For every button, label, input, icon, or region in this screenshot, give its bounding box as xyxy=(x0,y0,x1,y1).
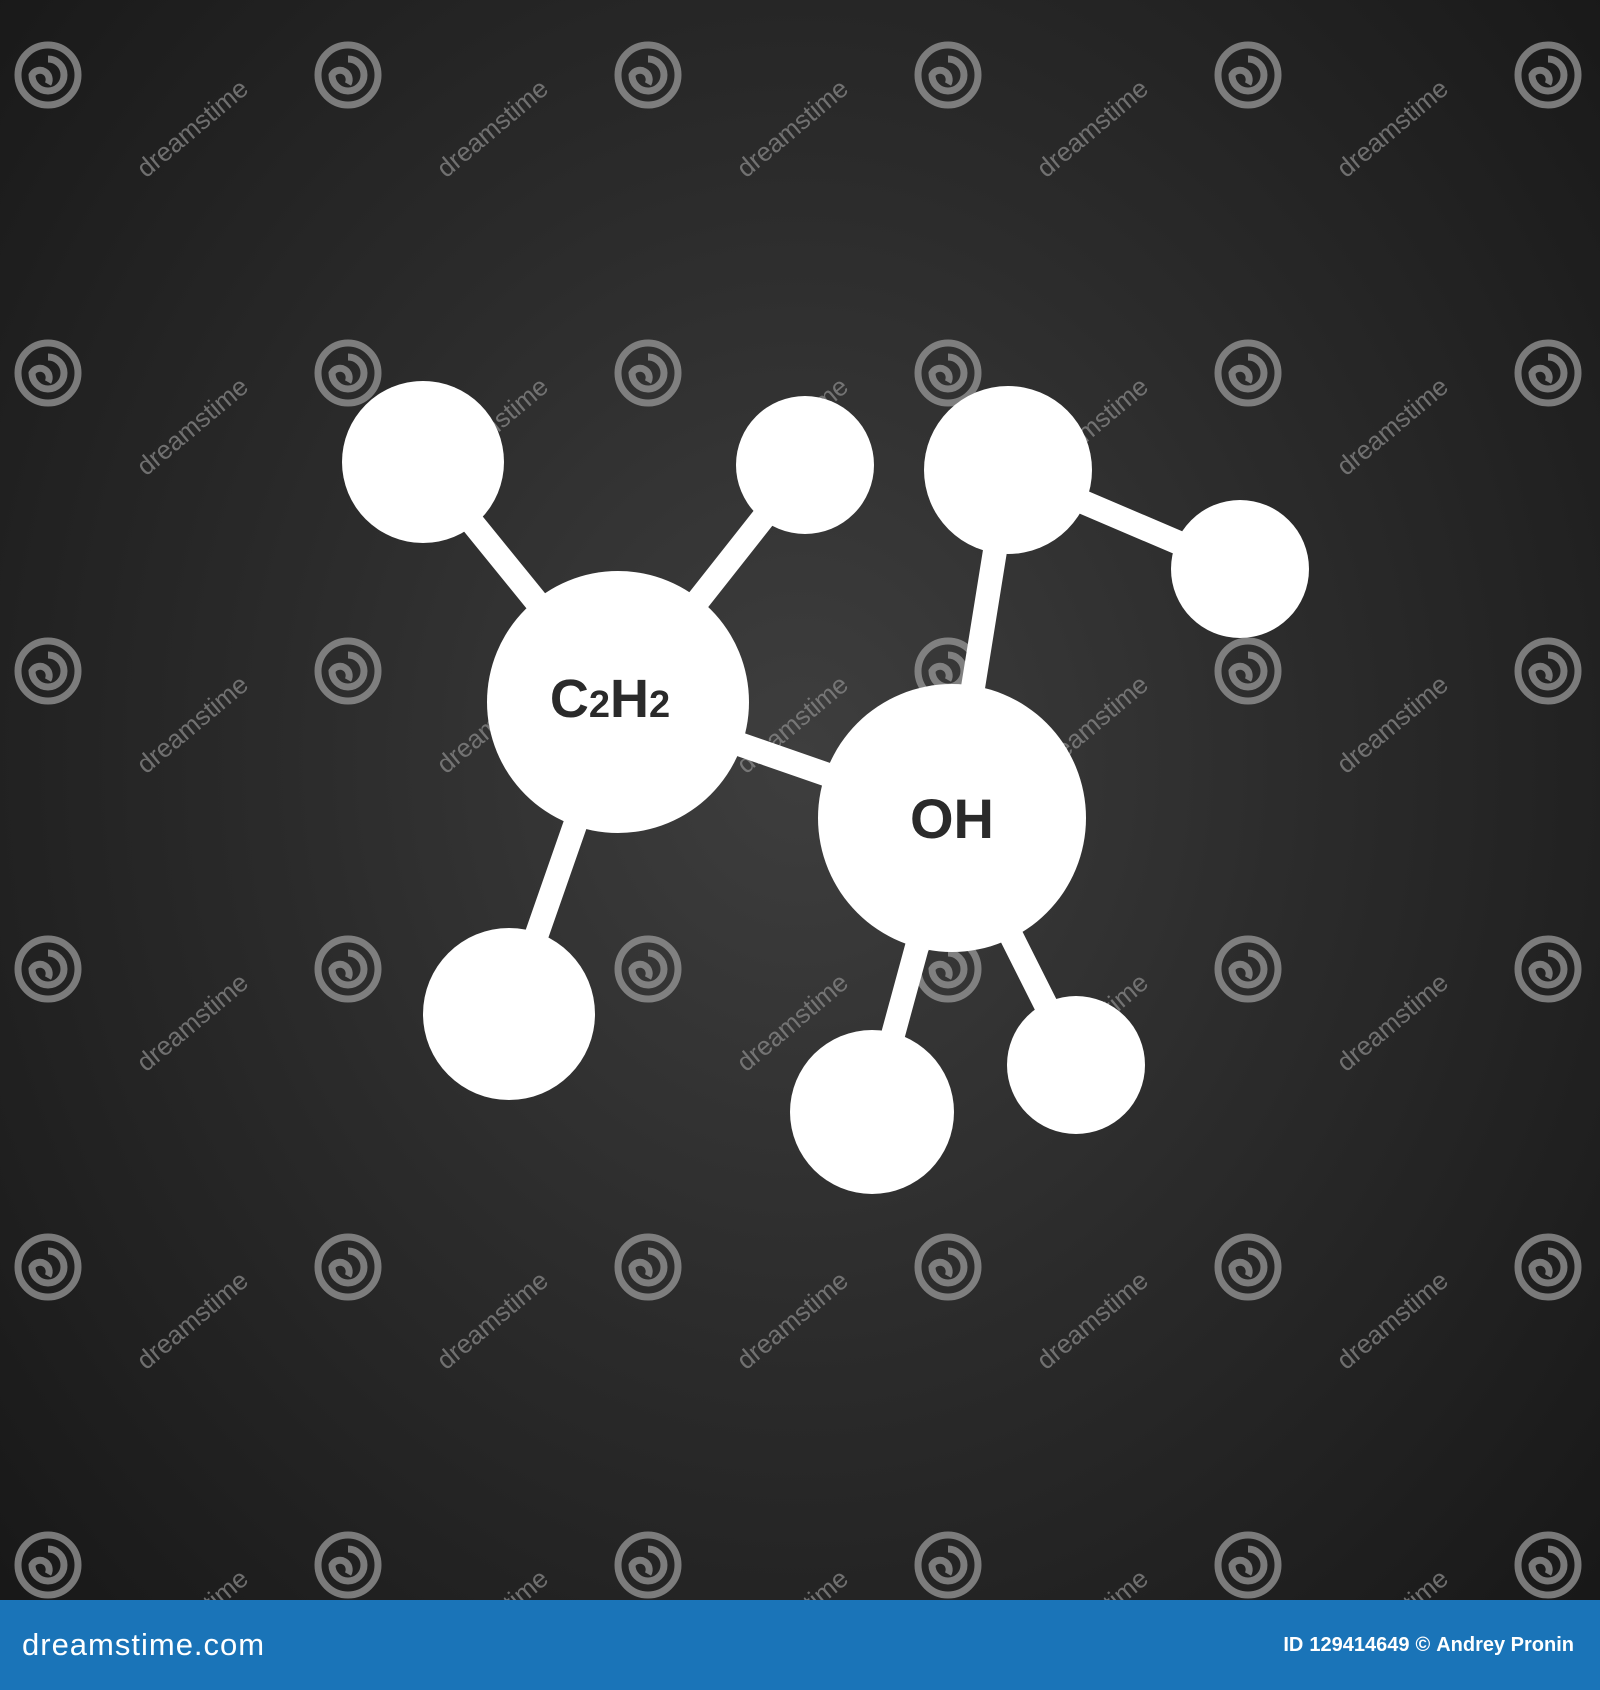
image-id-label: ID xyxy=(1283,1633,1304,1656)
image-id-value: 129414649 xyxy=(1309,1633,1410,1656)
atom-bottom-right xyxy=(1007,996,1145,1134)
image-credit: ID 129414649 © Andrey Pronin xyxy=(1283,1634,1574,1657)
atom-bottom-middle xyxy=(790,1030,954,1194)
c2h2-label: C2H2 xyxy=(550,669,670,729)
copyright-icon: © xyxy=(1415,1633,1431,1656)
atom-bottom-left xyxy=(423,928,595,1100)
atom-c2h2 xyxy=(487,571,749,833)
atoms xyxy=(342,381,1309,1194)
atom-top-left xyxy=(342,381,504,543)
atom-top-right-large xyxy=(924,386,1092,554)
molecule-diagram: C2H2 OH xyxy=(342,381,1309,1194)
atom-top-middle xyxy=(736,396,874,534)
atom-oh xyxy=(818,684,1086,952)
atom-far-right xyxy=(1171,500,1309,638)
footer-bar: dreamstime.com ID 129414649 © Andrey Pro… xyxy=(0,1600,1600,1690)
image-author: Andrey Pronin xyxy=(1436,1633,1574,1656)
oh-label: OH xyxy=(910,787,994,850)
footer-logo-text[interactable]: dreamstime.com xyxy=(22,1627,266,1662)
